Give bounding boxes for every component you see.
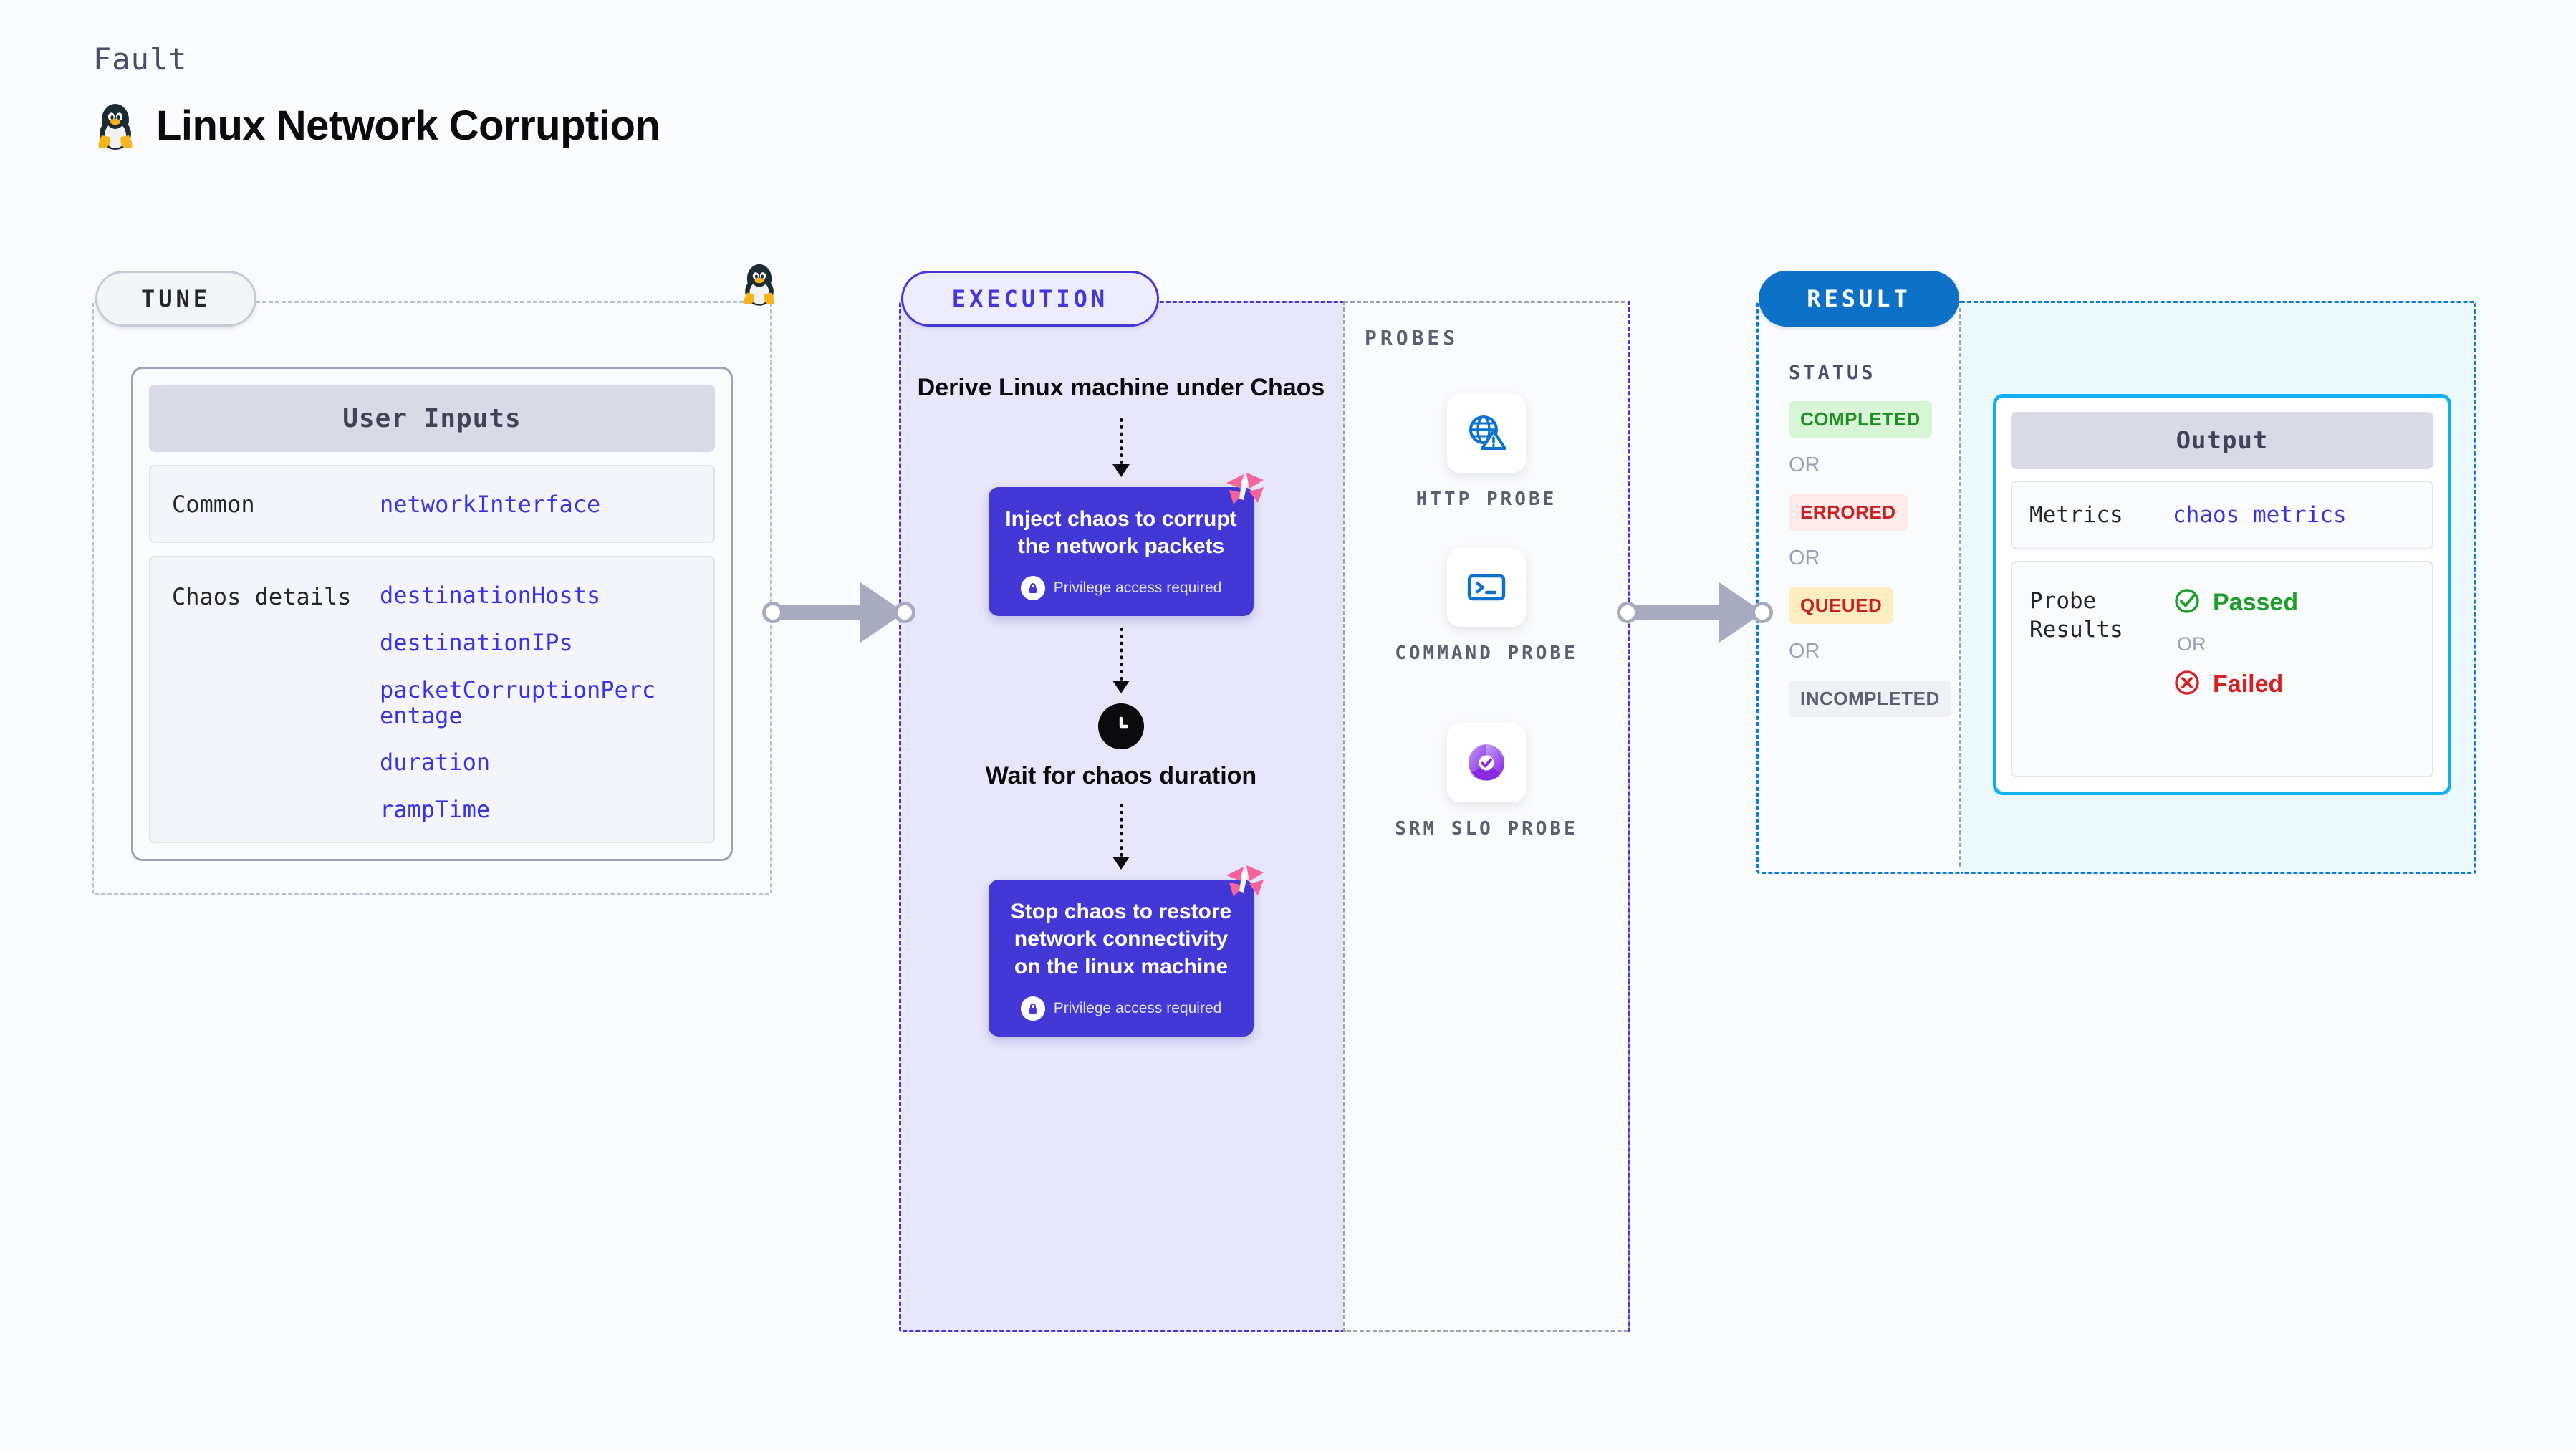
probe-label: HTTP PROBE xyxy=(1416,489,1557,510)
connector-probes-to-result xyxy=(1617,580,1773,645)
probe-result-values: Passed OR Failed xyxy=(2173,587,2298,701)
probe-label: SRM SLO PROBE xyxy=(1395,818,1578,840)
user-inputs-header: User Inputs xyxy=(149,385,715,453)
execution-card-title: Stop chaos to restore network connectivi… xyxy=(1010,899,1232,979)
status-badge-incompleted: INCOMPLETED xyxy=(1789,681,1951,717)
execution-flow: Derive Linux machine under Chaos Inject … xyxy=(899,301,1343,1332)
probe-label: COMMAND PROBE xyxy=(1395,643,1578,664)
check-circle-icon xyxy=(2173,587,2201,619)
connector-tune-to-execution xyxy=(762,580,915,645)
tune-badge[interactable]: TUNE xyxy=(95,271,256,327)
chaos-detail-item[interactable]: duration xyxy=(380,749,491,777)
tune-row-key: Common xyxy=(172,490,255,518)
fault-kicker: Fault xyxy=(93,42,188,77)
probe-result-failed: Failed xyxy=(2173,668,2298,701)
chaos-detail-item[interactable]: destinationHosts xyxy=(380,582,601,610)
execution-step-wait-title: Wait for chaos duration xyxy=(985,762,1257,790)
status-or-label: OR xyxy=(1789,640,1820,663)
user-inputs-card: User Inputs Common networkInterface Chao… xyxy=(131,367,733,861)
probe-result-passed: Passed xyxy=(2173,587,2298,619)
status-caption: STATUS xyxy=(1789,362,1876,384)
status-badge-errored: ERRORED xyxy=(1789,494,1908,531)
harness-logo-icon xyxy=(1222,861,1268,907)
chaos-details-list: destinationHosts destinationIPs packetCo… xyxy=(380,582,666,824)
page-header: Fault Linux Network Corruption xyxy=(93,42,660,151)
output-row-metrics: Metrics chaos metrics xyxy=(2011,481,2433,549)
flow-arrow-icon xyxy=(1112,803,1130,870)
status-badge-completed: COMPLETED xyxy=(1789,401,1932,438)
privilege-note: Privilege access required xyxy=(1004,996,1238,1021)
probe-result-failed-label: Failed xyxy=(2213,670,2284,698)
execution-card-title: Inject chaos to corrupt the network pack… xyxy=(1005,506,1237,558)
tune-row-chaos-details: Chaos details destinationHosts destinati… xyxy=(149,556,715,843)
probe-result-passed-label: Passed xyxy=(2213,589,2299,616)
slo-donut-check-icon xyxy=(1447,723,1526,802)
probes-caption: PROBES xyxy=(1365,326,1459,350)
chaos-detail-item[interactable]: packetCorruptionPercentage xyxy=(380,675,656,729)
probe-srm-slo[interactable]: SRM SLO PROBE xyxy=(1343,723,1630,842)
tune-row-common: Common networkInterface xyxy=(149,465,715,544)
probes-content: PROBES HTTP PROBE COMMAND PROBE xyxy=(1343,301,1630,1332)
output-row-probe-results: Probe Results Passed OR xyxy=(2011,561,2433,777)
tune-row-value[interactable]: networkInterface xyxy=(380,490,601,518)
probes-right-edge xyxy=(1628,301,1630,1332)
output-row-value[interactable]: chaos metrics xyxy=(2173,502,2347,528)
result-status-column: STATUS COMPLETED OR ERRORED OR QUEUED OR… xyxy=(1789,362,1953,717)
x-circle-icon xyxy=(2173,668,2201,701)
title-row: Linux Network Corruption xyxy=(93,100,660,151)
page-title: Linux Network Corruption xyxy=(156,102,660,149)
lock-icon xyxy=(1020,576,1045,601)
status-or-label: OR xyxy=(1789,547,1820,569)
chaos-detail-item[interactable]: rampTime xyxy=(380,796,491,824)
tux-penguin-icon xyxy=(93,100,138,151)
clock-icon xyxy=(1098,703,1144,750)
result-badge[interactable]: RESULT xyxy=(1759,271,1959,327)
globe-warning-icon xyxy=(1447,394,1526,473)
probe-http[interactable]: HTTP PROBE xyxy=(1343,394,1630,512)
execution-card-stop-chaos[interactable]: Stop chaos to restore network connectivi… xyxy=(989,865,1264,1037)
probe-command[interactable]: COMMAND PROBE xyxy=(1343,548,1630,666)
tux-penguin-badge-icon xyxy=(739,260,779,311)
chaos-detail-item[interactable]: destinationIPs xyxy=(380,628,573,656)
output-row-key: Probe Results xyxy=(2029,588,2123,643)
status-or-label: OR xyxy=(1789,453,1820,476)
output-header: Output xyxy=(2011,412,2433,469)
harness-logo-icon xyxy=(1222,468,1268,514)
flow-arrow-icon xyxy=(1112,418,1130,477)
privilege-note: Privilege access required xyxy=(1004,576,1238,601)
result-output-divider xyxy=(1959,308,1961,867)
execution-step-derive-title: Derive Linux machine under Chaos xyxy=(917,374,1325,401)
privilege-note-label: Privilege access required xyxy=(1053,580,1222,597)
lock-icon xyxy=(1020,996,1045,1021)
output-row-key: Metrics xyxy=(2029,501,2123,528)
tune-row-key: Chaos details xyxy=(172,583,352,611)
output-card: Output Metrics chaos metrics Probe Resul… xyxy=(1993,394,2451,795)
execution-badge[interactable]: EXECUTION xyxy=(901,271,1159,327)
status-badge-queued: QUEUED xyxy=(1789,587,1894,624)
probe-result-or-label: OR xyxy=(2177,633,2206,655)
terminal-icon xyxy=(1447,548,1526,627)
flow-arrow-icon xyxy=(1112,628,1130,694)
execution-card-inject-chaos[interactable]: Inject chaos to corrupt the network pack… xyxy=(989,472,1264,617)
privilege-note-label: Privilege access required xyxy=(1053,999,1222,1016)
